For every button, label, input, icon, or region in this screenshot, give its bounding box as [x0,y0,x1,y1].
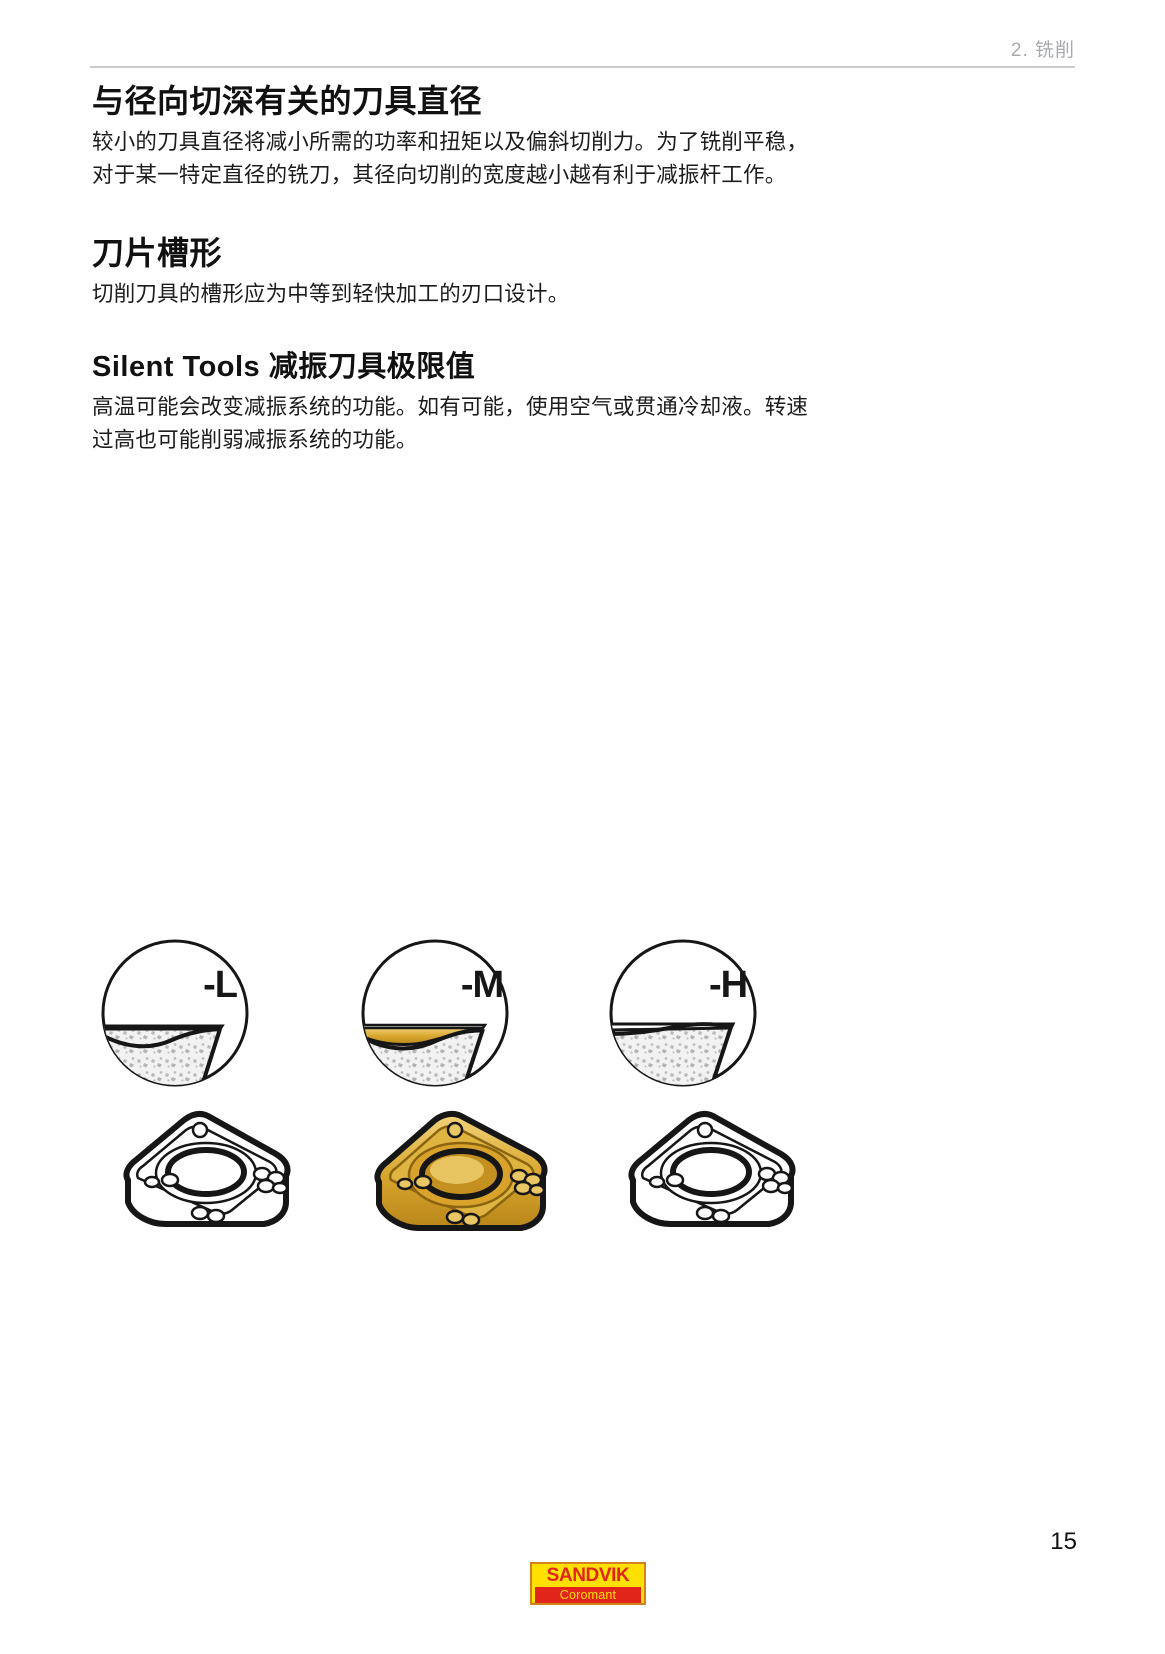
carbide-cross-section-H [611,1022,736,1085]
section-body-insert-geometry: 切削刀具的槽形应为中等到轻快加工的刃口设计。 [92,282,570,306]
page-footer: SANDVIK Coromant 15 [0,1500,1165,1620]
sandvik-coromant-logo: SANDVIK Coromant [530,1562,646,1605]
insert-body-M [374,1110,548,1231]
carbide-cross-section-M [363,1023,488,1085]
logo-brand-secondary: Coromant [535,1587,641,1603]
header-divider [90,66,1075,68]
logo-brand-primary: SANDVIK [546,1565,630,1586]
insert-drawing-L-svg [101,939,291,1227]
chapter-label: 2. 铣削 [1010,40,1075,61]
carbide-cross-section-L [103,1024,225,1085]
insert-body-L [123,1110,291,1227]
page-header: 2. 铣削 [90,40,1075,68]
section-body-silent-tools: 高温可能会改变减振系统的功能。如有可能，使用空气或贯通冷却液。转速过高也可能削弱… [92,395,809,452]
spacer-1 [92,192,812,232]
spacer-2 [92,311,812,347]
section-title-tool-diameter: 与径向切深有关的刀具直径 [92,83,483,119]
section-title-insert-geometry: 刀片槽形 [92,235,223,271]
insert-illustration-M: -M [335,930,595,1250]
section-title-silent-tools: Silent Tools 减振刀具极限值 [92,351,476,383]
insert-illustration-L: -L [80,930,340,1250]
page-number: 15 [1050,1528,1077,1555]
insert-drawing-M-svg [361,939,548,1231]
insert-body-H [628,1110,796,1227]
section-body-tool-diameter: 较小的刀具直径将减小所需的功率和扭矩以及偏斜切削力。为了铣削平稳，对于某一特定直… [92,130,809,187]
page-content: 与径向切深有关的刀具直径 较小的刀具直径将减小所需的功率和扭矩以及偏斜切削力。为… [92,80,812,457]
insert-illustration-H: -H [585,930,845,1250]
insert-geometry-illustration: -L [80,930,870,1250]
insert-drawing-H-svg [609,939,796,1227]
